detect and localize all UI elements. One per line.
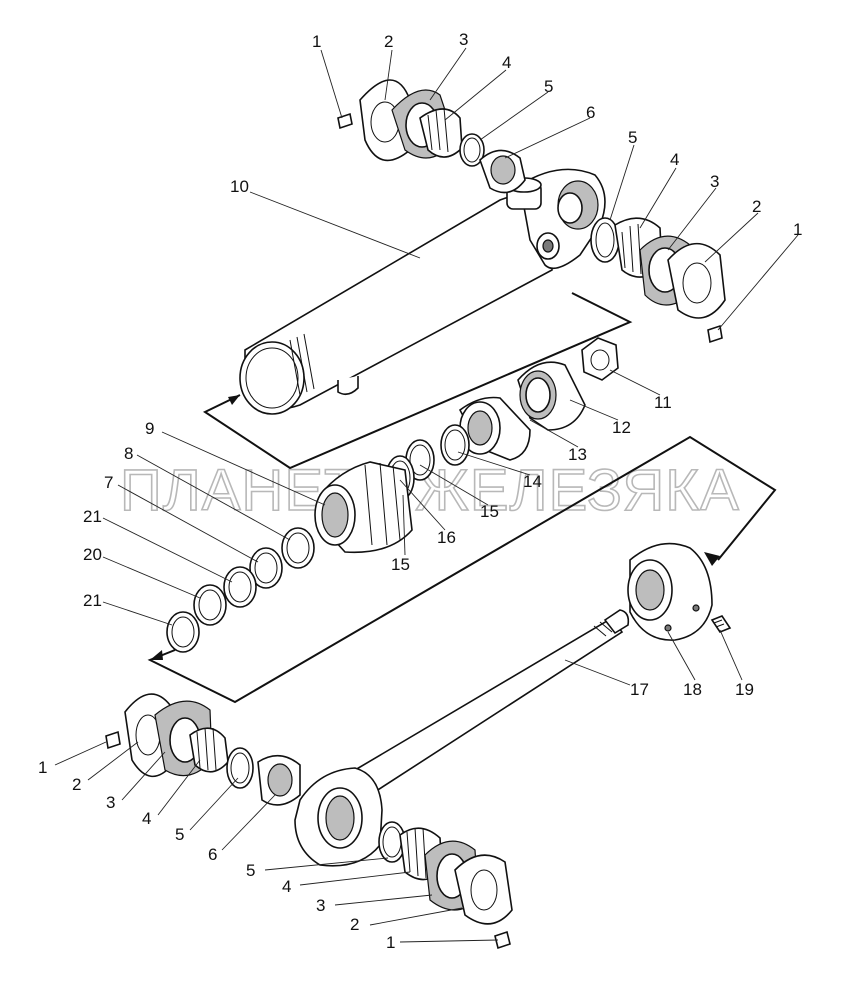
callout-15: 15 — [391, 555, 410, 574]
callout-2: 2 — [384, 32, 393, 51]
callout-21: 21 — [83, 591, 102, 610]
callout-1: 1 — [386, 933, 395, 952]
callout-2: 2 — [752, 197, 761, 216]
callout-5: 5 — [246, 861, 255, 880]
callout-11: 11 — [654, 393, 672, 412]
callout-19: 19 — [735, 680, 754, 699]
cylinder-barrel — [239, 168, 606, 415]
callout-10: 10 — [230, 177, 249, 196]
callout-4: 4 — [142, 809, 151, 828]
leader-lines — [54, 47, 799, 943]
callout-5: 5 — [628, 128, 637, 147]
piston-group — [314, 337, 619, 554]
callout-5: 5 — [544, 77, 553, 96]
callout-16: 16 — [437, 528, 456, 547]
upper-left-gland-group — [337, 79, 526, 194]
callout-3: 3 — [106, 793, 115, 812]
callout-1: 1 — [312, 32, 321, 51]
callout-labels: 1 2 3 4 5 6 10 5 4 3 2 1 11 12 13 14 15 … — [38, 30, 802, 952]
callout-6: 6 — [208, 845, 217, 864]
callout-5: 5 — [175, 825, 184, 844]
piston-rod-group — [353, 542, 732, 797]
callout-1: 1 — [793, 220, 802, 239]
callout-18: 18 — [683, 680, 702, 699]
seal-stack — [166, 527, 315, 653]
callout-2: 2 — [350, 915, 359, 934]
callout-4: 4 — [282, 877, 291, 896]
lower-right-gland-group — [378, 821, 513, 950]
callout-2: 2 — [72, 775, 81, 794]
assembly-frame-lower — [147, 435, 777, 704]
callout-4: 4 — [670, 150, 679, 169]
callout-7: 7 — [104, 473, 113, 492]
callout-9: 9 — [145, 419, 154, 438]
callout-21: 21 — [83, 507, 102, 526]
callout-14: 14 — [523, 472, 542, 491]
callout-1: 1 — [38, 758, 47, 777]
callout-20: 20 — [83, 545, 102, 564]
callout-17: 17 — [630, 680, 649, 699]
lower-left-gland-group — [105, 693, 301, 806]
callout-13: 13 — [568, 445, 587, 464]
callout-3: 3 — [710, 172, 719, 191]
callout-8: 8 — [124, 444, 133, 463]
callout-3: 3 — [459, 30, 468, 49]
callout-3: 3 — [316, 896, 325, 915]
callout-4: 4 — [502, 53, 511, 72]
upper-right-gland-group — [590, 217, 726, 344]
callout-6: 6 — [586, 103, 595, 122]
callout-12: 12 — [612, 418, 631, 437]
callout-15: 15 — [480, 502, 499, 521]
rod-eye — [294, 767, 383, 867]
assembly-frame-upper — [202, 292, 633, 470]
